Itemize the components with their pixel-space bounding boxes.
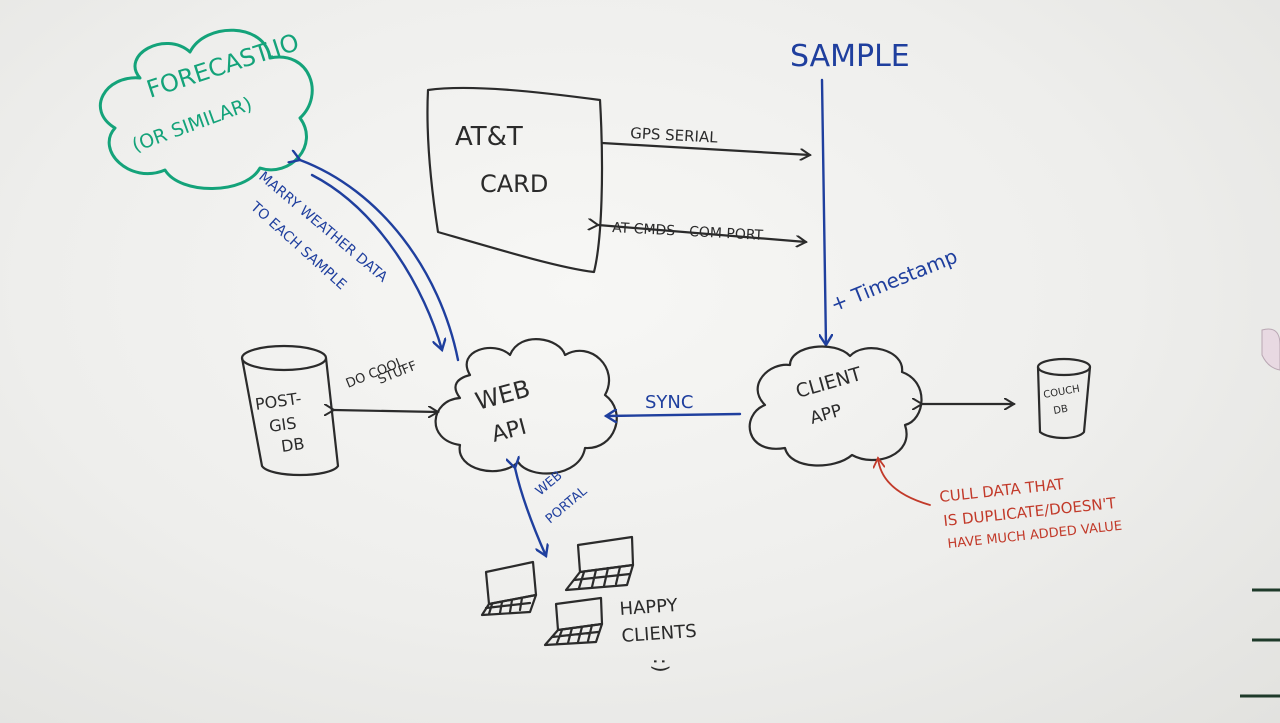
cull-data-note: CULL DATA THAT IS DUPLICATE/DOESN'T HAVE… — [878, 458, 1123, 552]
forecast-cloud: FORECAST.IO (OR SIMILAR) — [98, 28, 314, 190]
edge-sample-to-client: + Timestamp — [822, 78, 961, 345]
couch-db: COUCH DB — [1036, 357, 1092, 440]
webapi-label-1: WEB — [472, 374, 533, 415]
postgis-label-2: GIS — [268, 413, 298, 436]
couchdb-label-1: COUCH — [1043, 384, 1081, 401]
edge-marry-weather: MARRY WEATHER DATA TO EACH SAMPLE — [247, 160, 460, 362]
edge-sync: SYNC — [606, 392, 742, 416]
board-edge-clips — [1240, 328, 1280, 698]
happy-label-1: HAPPY — [619, 595, 679, 620]
sync-label: SYNC — [645, 392, 693, 413]
edge-at-cmds: AT CMDS - COM PORT — [598, 220, 806, 244]
sample-label: SAMPLE — [790, 39, 910, 74]
postgis-label-3: DB — [280, 434, 306, 456]
sample-node: SAMPLE — [790, 39, 910, 74]
laptop-2 — [564, 535, 635, 592]
happy-clients: HAPPY CLIENTS :) — [619, 595, 697, 673]
web-api-cloud: WEB API — [434, 338, 618, 475]
clientapp-label-2: APP — [808, 401, 844, 429]
laptop-3 — [543, 596, 604, 647]
clientapp-label-1: CLIENT — [793, 363, 864, 403]
edge-do-cool-stuff: DO COOL STUFF — [334, 355, 438, 412]
forecast-label-2: (OR SIMILAR) — [129, 93, 255, 157]
edge-web-portal: WEB PORTAL — [515, 468, 591, 556]
edge-gps-serial: GPS SERIAL — [600, 124, 810, 155]
happy-label-2: CLIENTS — [621, 621, 697, 647]
postgis-label-1: POST- — [254, 389, 303, 414]
at-cmds-label: AT CMDS - COM PORT — [612, 220, 764, 244]
client-app-cloud: CLIENT APP — [748, 345, 923, 467]
forecast-label-1: FORECAST.IO — [143, 28, 302, 104]
laptop-1 — [480, 560, 538, 617]
smiley-label: :) — [649, 658, 673, 673]
att-card: AT&T CARD — [426, 86, 604, 274]
couchdb-label-2: DB — [1053, 404, 1069, 417]
webapi-label-2: API — [489, 415, 529, 448]
postgis-db: POST- GIS DB — [240, 344, 340, 477]
att-label-2: CARD — [480, 170, 548, 198]
gps-serial-label: GPS SERIAL — [630, 124, 719, 147]
att-label-1: AT&T — [455, 122, 523, 152]
timestamp-label: + Timestamp — [827, 244, 961, 317]
